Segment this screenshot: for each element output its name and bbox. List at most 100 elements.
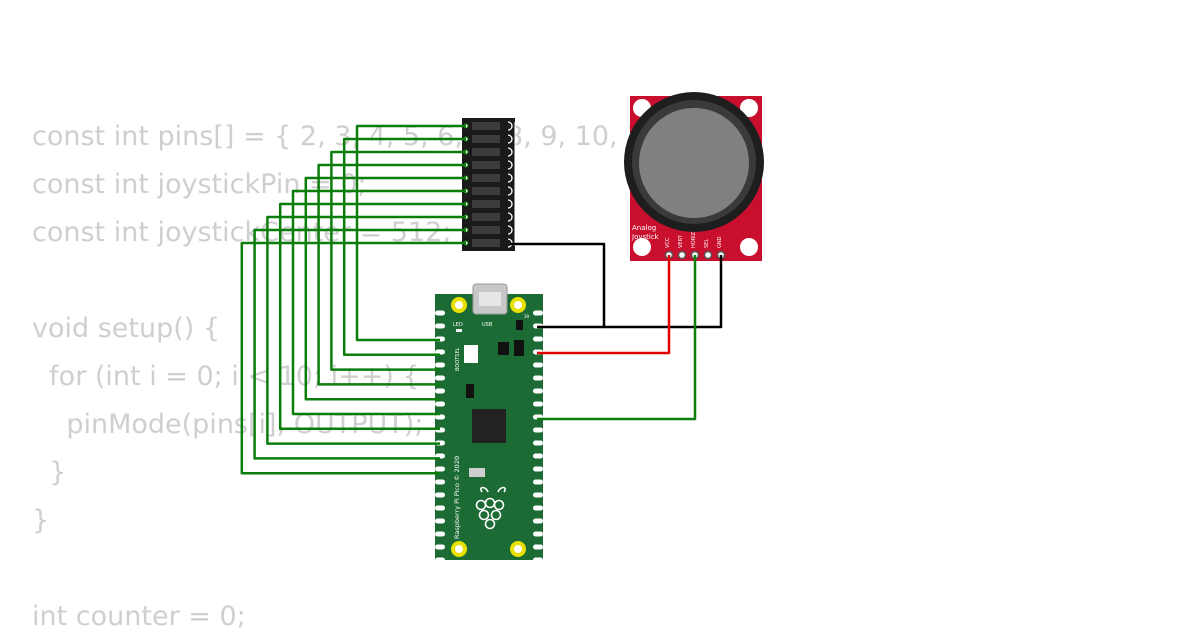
- pico-pin[interactable]: [435, 544, 445, 550]
- bootsel-label: BOOTSEL: [455, 347, 461, 371]
- joystick-pin-label: SEL: [704, 239, 710, 248]
- bargraph-segment[interactable]: [472, 148, 500, 156]
- pin-number-label: 39: [524, 314, 530, 319]
- component-chip: [516, 320, 523, 330]
- wire-signal[interactable]: [240, 241, 466, 475]
- mount-hole: [740, 99, 758, 117]
- bargraph-segment[interactable]: [472, 226, 500, 234]
- mount-hole: [740, 238, 758, 256]
- bargraph-segment[interactable]: [472, 187, 500, 195]
- pico-pin[interactable]: [533, 310, 543, 316]
- wire-signal[interactable]: [317, 163, 466, 386]
- pico-pin[interactable]: [533, 557, 543, 563]
- bargraph-pin[interactable]: [507, 121, 513, 131]
- pico-pin[interactable]: [533, 375, 543, 381]
- wire-ground[interactable]: [604, 255, 723, 329]
- pico-pin[interactable]: [533, 492, 543, 498]
- pico-pin[interactable]: [533, 453, 543, 459]
- joystick-pin-vert[interactable]: [677, 250, 687, 260]
- mount-hole-center: [455, 545, 463, 553]
- pico-pin[interactable]: [435, 531, 445, 537]
- pico-pin[interactable]: [533, 336, 543, 342]
- wire-signal[interactable]: [304, 176, 466, 401]
- bargraph-segment[interactable]: [472, 213, 500, 221]
- pico-pin[interactable]: [533, 518, 543, 524]
- pico-pin[interactable]: [435, 479, 445, 485]
- pico-pin[interactable]: [435, 466, 445, 472]
- pico-pin[interactable]: [533, 388, 543, 394]
- joystick-module[interactable]: Analog Joystick VCC VERT HORIZ SEL GND: [624, 92, 764, 261]
- code-line: const int joystickPin = 0;: [32, 169, 367, 200]
- pico-pin[interactable]: [435, 401, 445, 407]
- bargraph-pin[interactable]: [507, 147, 513, 157]
- wire-signal[interactable]: [266, 215, 466, 445]
- wire-signal[interactable]: [278, 202, 466, 431]
- pico-pin[interactable]: [435, 323, 445, 329]
- component-chip: [469, 468, 485, 477]
- bargraph-pin[interactable]: [507, 186, 513, 196]
- bargraph-pin[interactable]: [507, 199, 513, 209]
- pico-pin[interactable]: [533, 440, 543, 446]
- bargraph-pin[interactable]: [507, 134, 513, 144]
- pico-pin[interactable]: [435, 362, 445, 368]
- mount-hole-center: [455, 301, 463, 309]
- pico-pin[interactable]: [533, 479, 543, 485]
- pico-pin[interactable]: [435, 557, 445, 563]
- pico-pin[interactable]: [435, 505, 445, 511]
- wire-power[interactable]: [537, 255, 671, 355]
- pico-pin[interactable]: [435, 349, 445, 355]
- pico-pin[interactable]: [533, 466, 543, 472]
- component-chip: [514, 340, 524, 356]
- led-indicator: [456, 329, 462, 332]
- mount-hole-center: [514, 301, 522, 309]
- wire-signal[interactable]: [355, 124, 466, 342]
- bootsel-button[interactable]: [464, 345, 478, 363]
- pico-pin[interactable]: [435, 310, 445, 316]
- led-bar-graph[interactable]: [462, 118, 516, 251]
- pico-pin[interactable]: [435, 375, 445, 381]
- code-background: const int pins[] = { 2, 3, 4, 5, 6, 7, 8…: [32, 113, 695, 641]
- raspberry-pi-pico[interactable]: LED USB 39 BOOTSEL Raspberry Pi Pico © 2…: [435, 283, 543, 563]
- pico-pin[interactable]: [435, 492, 445, 498]
- pico-pin[interactable]: [435, 518, 445, 524]
- board-label: Raspberry Pi Pico © 2020: [453, 456, 461, 539]
- bargraph-pin[interactable]: [507, 173, 513, 183]
- bargraph-segment[interactable]: [472, 161, 500, 169]
- joystick-pin-sel[interactable]: [703, 250, 713, 260]
- pico-pins-right: [533, 310, 543, 563]
- pico-pins-left: [435, 310, 445, 563]
- code-line: void setup() {: [32, 313, 221, 344]
- joystick-pin-label: GND: [717, 236, 723, 248]
- pico-pin[interactable]: [533, 531, 543, 537]
- pico-pin[interactable]: [533, 544, 543, 550]
- bargraph-segment[interactable]: [472, 200, 500, 208]
- led-label: LED: [453, 322, 463, 328]
- pico-pin[interactable]: [533, 362, 543, 368]
- bargraph-pin[interactable]: [507, 160, 513, 170]
- code-line: int counter = 0;: [32, 601, 246, 632]
- wire-ground[interactable]: [510, 242, 606, 329]
- bargraph-segment[interactable]: [472, 174, 500, 182]
- bargraph-pin[interactable]: [507, 225, 513, 235]
- pico-pin[interactable]: [435, 414, 445, 420]
- pico-pin[interactable]: [533, 505, 543, 511]
- bargraph-segment[interactable]: [472, 239, 500, 247]
- bargraph-segment[interactable]: [472, 135, 500, 143]
- component-chip: [466, 384, 474, 398]
- joystick-title: Analog: [632, 224, 656, 232]
- bargraph-pin[interactable]: [507, 212, 513, 222]
- wire-signal[interactable]: [342, 137, 466, 357]
- bargraph-segment[interactable]: [472, 122, 500, 130]
- joystick-pin-label: VCC: [665, 237, 671, 248]
- wire-signal[interactable]: [291, 189, 466, 416]
- joystick-cap[interactable]: [639, 108, 749, 218]
- wire-signal[interactable]: [253, 228, 466, 460]
- wire-signal[interactable]: [330, 150, 466, 371]
- usb-port-opening: [479, 292, 501, 306]
- pico-pin[interactable]: [533, 401, 543, 407]
- wire-joystick-signal[interactable]: [537, 255, 697, 421]
- pico-pin[interactable]: [435, 388, 445, 394]
- pico-pin[interactable]: [533, 427, 543, 433]
- wires: [240, 124, 723, 475]
